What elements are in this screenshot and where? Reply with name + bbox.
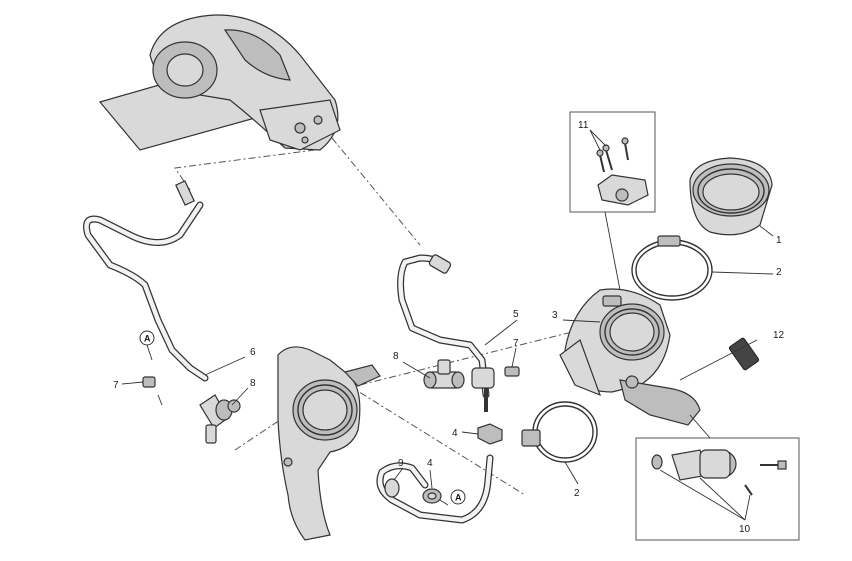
- nut-4-upper: [477, 423, 503, 445]
- label-12: 12: [773, 330, 785, 341]
- label-4-upper: 4: [452, 428, 458, 439]
- label-8-left: 8: [250, 378, 256, 389]
- label-5: 5: [513, 309, 519, 320]
- fitting-9: [384, 478, 400, 498]
- nut-4-lower: [422, 488, 442, 504]
- alignment-lines: [174, 137, 581, 496]
- label-1: 1: [776, 235, 782, 246]
- screw-7-left: [121, 376, 156, 388]
- ref-a-lower-text: A: [455, 493, 462, 503]
- t-fitting-middle: [423, 359, 465, 389]
- label-7-left: 7: [113, 380, 119, 391]
- label-8-middle: 8: [393, 351, 399, 362]
- air-inlet-1: [689, 157, 773, 236]
- label-2-lower: 2: [574, 488, 580, 499]
- label-11: 11: [578, 120, 589, 131]
- label-4-lower: 4: [427, 458, 433, 469]
- label-9: 9: [398, 458, 404, 469]
- vent-hose-lower: [376, 454, 494, 524]
- ref-marker-a-upper: A: [139, 330, 155, 361]
- screw-7-right: [504, 366, 520, 377]
- vent-hose-left: [83, 180, 209, 382]
- label-3: 3: [552, 310, 558, 321]
- idle-screw-12: [728, 337, 760, 371]
- label-10: 10: [739, 524, 751, 535]
- leader-lines: [157, 225, 774, 506]
- inset-box-tps: [569, 111, 656, 291]
- intake-manifold: [277, 346, 381, 541]
- throttle-body: [559, 288, 701, 426]
- label-7-right: 7: [513, 338, 519, 349]
- label-6: 6: [250, 347, 256, 358]
- ref-a-upper-text: A: [144, 334, 151, 344]
- clamp-2-upper: [631, 235, 713, 301]
- label-2-upper: 2: [776, 267, 782, 278]
- callouts: 1 2 3 12 5 6 8 8 7 7 4 4 9 2 10 11: [113, 120, 785, 535]
- inset-box-idle-motor: [635, 414, 800, 541]
- t-fitting-left: [199, 394, 241, 444]
- clamp-2-lower: [521, 401, 598, 463]
- hose-union: [471, 367, 495, 412]
- ref-marker-a-lower: A: [450, 489, 466, 505]
- airbox-assembly: [98, 14, 341, 151]
- vent-hose-right: [397, 254, 490, 399]
